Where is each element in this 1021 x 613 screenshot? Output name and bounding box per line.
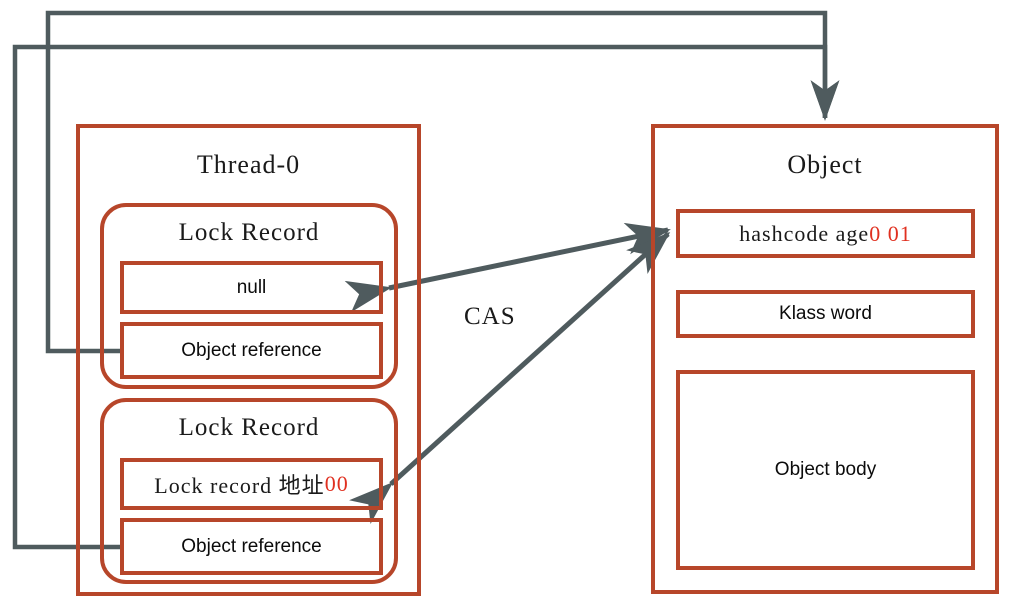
lock-record-2-object-reference-value: Object reference — [181, 535, 322, 557]
cas-arrow-upper — [344, 222, 671, 313]
object-klass-word-value: Klass word — [779, 303, 872, 324]
lock-record-2-mark-word[interactable]: Lock record 地址 00 — [120, 458, 383, 510]
object-mark-word[interactable]: hashcode age 0 01 — [676, 209, 975, 258]
lock-record-1-title: Lock Record — [178, 219, 320, 246]
lock-record-2: Lock Record — [100, 398, 398, 584]
object-body-value: Object body — [774, 459, 877, 480]
lock-record-2-title: Lock Record — [178, 414, 320, 441]
object-mark-word-highlight: 0 01 — [869, 220, 912, 246]
object-title: Object — [787, 150, 863, 179]
lock-record-1-mark-word[interactable]: null — [120, 261, 383, 314]
lock-record-2-mark-word-value: Lock record 地址 — [154, 473, 325, 498]
object-panel: Object — [651, 124, 999, 594]
object-klass-word[interactable]: Klass word — [676, 290, 975, 338]
object-mark-word-prefix: hashcode age — [739, 220, 870, 246]
thread-panel: Thread-0 — [76, 124, 421, 596]
lock-record-1-mark-word-value: null — [236, 276, 267, 298]
lock-record-1-object-reference[interactable]: Object reference — [120, 322, 383, 379]
lock-record-1-object-reference-value: Object reference — [181, 339, 322, 361]
cas-arrow-lower — [349, 231, 671, 525]
object-body[interactable]: Object body — [676, 370, 975, 570]
cas-label: CAS — [464, 303, 516, 330]
thread-title: Thread-0 — [196, 150, 301, 179]
lock-record-1: Lock Record — [100, 203, 398, 389]
lock-record-2-object-reference[interactable]: Object reference — [120, 518, 383, 575]
lock-record-2-mark-word-highlight: 00 — [324, 471, 349, 496]
